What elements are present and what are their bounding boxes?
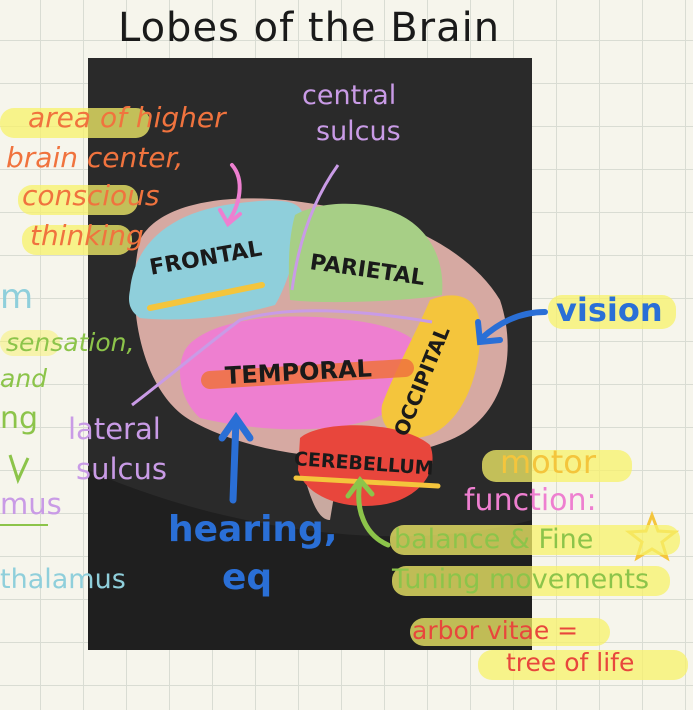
central-sulcus-label-2: sulcus bbox=[316, 116, 401, 147]
temporal-underline bbox=[201, 359, 414, 389]
balance-label-2: Tuning movements bbox=[392, 564, 650, 595]
left-note-mus: mus bbox=[0, 487, 62, 521]
frontal-note-3: conscious bbox=[22, 179, 160, 212]
highlight-frontal-note-3 bbox=[18, 185, 138, 215]
highlight-frontal-note-1 bbox=[0, 108, 150, 138]
frontal-arrow-icon bbox=[226, 163, 242, 224]
frontal-note-2: brain center, bbox=[6, 141, 184, 174]
highlight-left-sensation bbox=[0, 330, 60, 356]
highlight-arbor-2 bbox=[478, 650, 688, 680]
temporal-label: TEMPORAL bbox=[224, 354, 373, 390]
highlight-vision bbox=[548, 295, 676, 329]
highlight-balance-2 bbox=[392, 566, 670, 596]
balance-arrow-icon bbox=[356, 479, 391, 548]
highlight-motor bbox=[482, 450, 632, 482]
hearing-arrow-icon bbox=[229, 416, 240, 504]
motor-label: motor bbox=[500, 443, 597, 481]
arbor-label-1: arbor vitae = bbox=[412, 616, 579, 645]
vision-label: vision bbox=[556, 291, 663, 329]
frontal-note-4: thinking bbox=[30, 219, 144, 252]
occipital-lobe bbox=[381, 295, 481, 439]
left-note-and: and bbox=[0, 364, 48, 393]
highlight-arbor-1 bbox=[410, 618, 610, 646]
hearing-label-2: eq bbox=[222, 557, 273, 598]
central-sulcus-label-1: central bbox=[302, 80, 397, 111]
left-note-sensation: sensation, bbox=[6, 328, 135, 357]
photo-shadow bbox=[88, 470, 532, 650]
frontal-underline bbox=[147, 282, 265, 311]
lateral-sulcus-label-2: sulcus bbox=[76, 452, 167, 486]
frontal-lobe bbox=[129, 200, 303, 320]
arbor-label-2: tree of life bbox=[506, 648, 635, 677]
frontal-note-1: area of higher bbox=[28, 101, 226, 134]
page-title: Lobes of the Brain bbox=[118, 5, 501, 51]
left-note-ng: ng bbox=[0, 401, 39, 436]
parietal-lobe bbox=[288, 203, 443, 303]
left-note-m: m bbox=[0, 277, 34, 317]
vision-arrow-icon bbox=[479, 309, 548, 341]
motor-function-label: function: bbox=[464, 483, 597, 518]
lateral-sulcus-line bbox=[131, 309, 433, 407]
cerebellum-underline bbox=[293, 475, 441, 489]
balance-label-1: balance & Fine bbox=[394, 524, 594, 555]
hearing-label-1: hearing, bbox=[168, 509, 338, 550]
highlight-balance-1 bbox=[390, 525, 680, 555]
central-sulcus-line bbox=[290, 164, 340, 291]
left-down-arrow-icon bbox=[8, 454, 30, 485]
highlight-frontal-note-4 bbox=[22, 225, 132, 255]
lateral-sulcus-label-1: lateral bbox=[68, 412, 161, 446]
left-note-thalamus: thalamus bbox=[0, 564, 126, 595]
